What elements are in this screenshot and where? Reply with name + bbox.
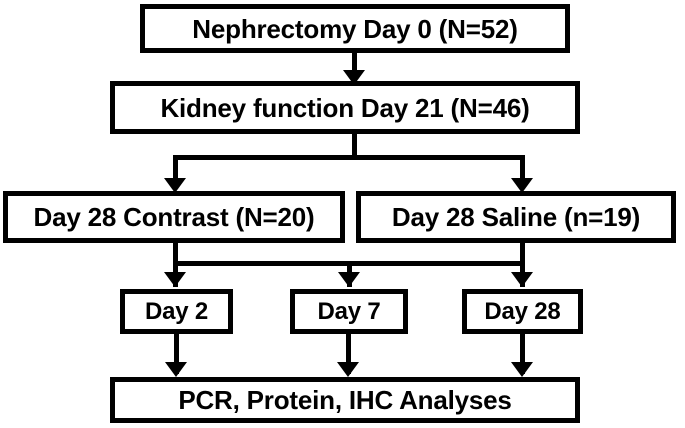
connector-day2-to-analyses (174, 334, 179, 374)
connector-split-right-drop (520, 155, 525, 185)
node-kidney-function-label: Kidney function Day 21 (N=46) (160, 92, 530, 123)
node-day28-label: Day 28 (484, 297, 561, 325)
arrowhead-into-analyses-left (165, 362, 187, 377)
node-day28-saline: Day 28 Saline (n=19) (356, 191, 676, 243)
arrowhead-into-contrast (164, 178, 186, 193)
arrowhead-into-analyses-right (511, 362, 533, 377)
node-day7: Day 7 (290, 289, 408, 334)
node-day7-label: Day 7 (317, 297, 381, 325)
node-day28: Day 28 (462, 289, 583, 334)
node-nephrectomy-label: Nephrectomy Day 0 (N=52) (192, 13, 518, 44)
connector-day28-to-analyses (520, 334, 525, 374)
arrowhead-into-day2 (164, 272, 186, 287)
arrowhead-into-analyses-middle (337, 362, 359, 377)
node-kidney-function: Kidney function Day 21 (N=46) (110, 81, 580, 134)
connector-nephrectomy-to-kidney (352, 53, 357, 77)
node-day2: Day 2 (120, 289, 233, 334)
node-day28-saline-label: Day 28 Saline (n=19) (391, 202, 641, 232)
connector-split-left-drop (173, 155, 178, 185)
connector-split-bar (173, 155, 525, 160)
arrowhead-into-day7 (338, 272, 360, 287)
connector-day7-to-analyses (346, 334, 351, 374)
arrowhead-into-day28 (511, 272, 533, 287)
node-day2-label: Day 2 (144, 297, 209, 325)
node-nephrectomy: Nephrectomy Day 0 (N=52) (140, 4, 570, 53)
node-analyses: PCR, Protein, IHC Analyses (110, 377, 580, 423)
node-day28-contrast-label: Day 28 Contrast (N=20) (33, 202, 315, 232)
arrowhead-into-saline (511, 178, 533, 193)
node-day28-contrast: Day 28 Contrast (N=20) (3, 191, 345, 243)
connector-kidney-stem (352, 134, 357, 158)
node-analyses-label: PCR, Protein, IHC Analyses (178, 385, 512, 415)
